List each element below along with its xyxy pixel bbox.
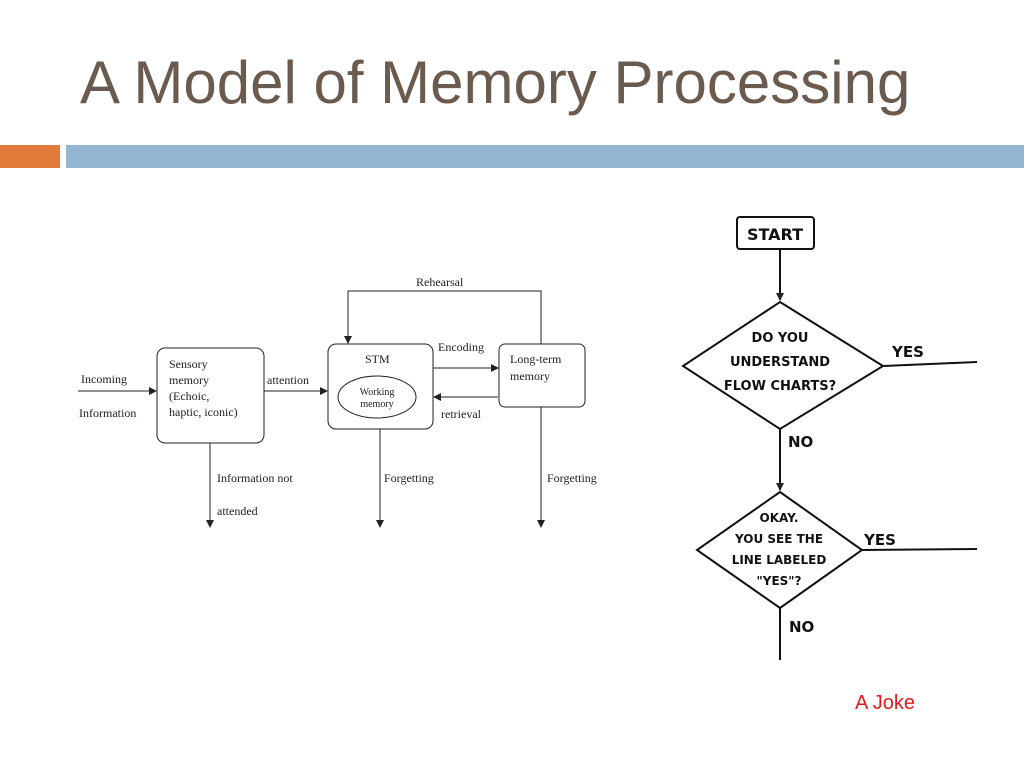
q2-diamond — [695, 490, 864, 610]
accent-bar-orange — [0, 145, 60, 168]
sensory-text-line4: haptic, iconic) — [169, 405, 238, 419]
ltm-text-line1: Long-term — [510, 352, 562, 366]
q1-line3: FLOW CHARTS? — [724, 379, 836, 394]
q2-yes-label: YES — [863, 531, 896, 549]
input-label-line1: Incoming — [81, 372, 127, 386]
q2-line1: OKAY. — [760, 511, 799, 525]
long-term-memory-box — [498, 343, 586, 408]
start-box — [736, 216, 815, 250]
retrieval-label: retrieval — [441, 407, 482, 421]
rehearsal-label: Rehearsal — [416, 275, 464, 289]
encoding-label: Encoding — [438, 340, 484, 354]
joke-flowchart: START DO YOU UNDERSTAND FLOW CHARTS? YES… — [681, 216, 978, 660]
stm-label: STM — [365, 352, 390, 366]
accent-bar-blue — [66, 145, 1024, 168]
working-memory-line1: Working — [360, 387, 395, 398]
sensory-text-line2: memory — [169, 373, 209, 387]
rehearsal-loop — [344, 290, 542, 344]
ltm-forgetting-label: Forgetting — [547, 471, 597, 485]
q2-yes-line — [861, 548, 978, 551]
attention-label: attention — [267, 373, 309, 387]
input-label-line2: Information — [79, 406, 136, 420]
not-attended-line1: Information not — [217, 471, 293, 485]
q2-line2: YOU SEE THE — [734, 532, 823, 546]
q2-no-label: NO — [789, 618, 814, 636]
ltm-text-line2: memory — [510, 369, 550, 383]
q1-yes-line — [882, 361, 978, 367]
memory-model-diagram: Incoming Information Sensory memory (Ech… — [78, 275, 597, 528]
joke-caption: A Joke — [855, 692, 916, 714]
q2-line4: "YES"? — [757, 574, 802, 588]
stm-forgetting-label: Forgetting — [384, 471, 434, 485]
q1-yes-label: YES — [891, 343, 924, 361]
not-attended-line2: attended — [217, 504, 258, 518]
working-memory-line2: memory — [360, 399, 393, 410]
sensory-text-line3: (Echoic, — [169, 389, 209, 403]
slide-title: A Model of Memory Processing — [80, 49, 911, 116]
q2-line3: LINE LABELED — [732, 553, 827, 567]
sensory-text-line1: Sensory — [169, 357, 208, 371]
q1-line2: UNDERSTAND — [730, 355, 830, 370]
working-memory-ellipse — [337, 375, 417, 419]
start-label: START — [747, 225, 803, 244]
q1-no-label: NO — [788, 433, 813, 451]
q1-line1: DO YOU — [752, 331, 809, 346]
